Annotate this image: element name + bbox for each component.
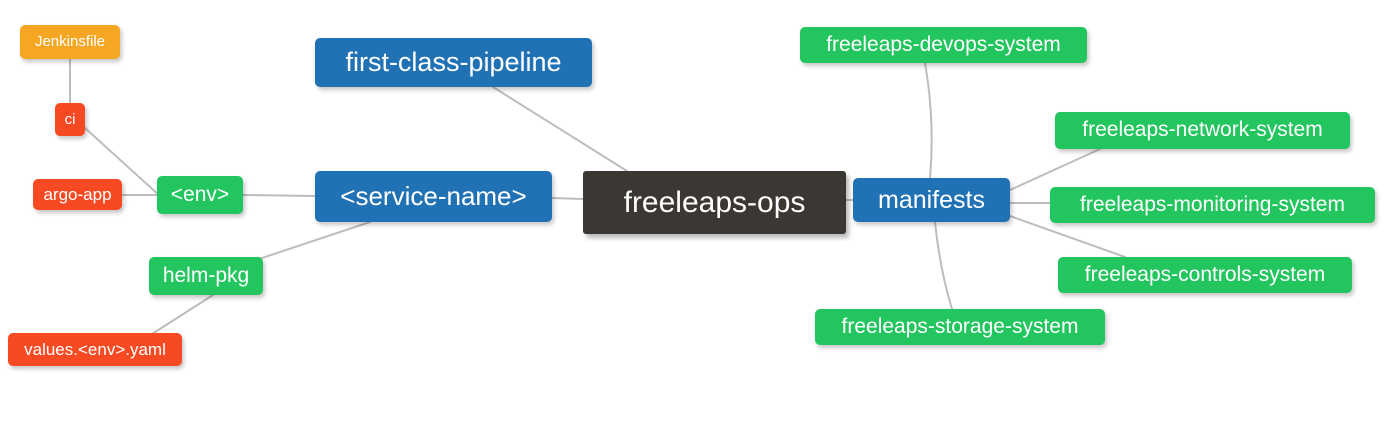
node-argo-app-label: argo-app — [43, 184, 112, 204]
node-ci-label: ci — [64, 110, 76, 128]
node-jenkinsfile[interactable]: Jenkinsfile — [20, 25, 120, 59]
node-freeleaps-monitoring-system[interactable]: freeleaps-monitoring-system — [1050, 187, 1375, 223]
node-freeleaps-storage-system-label: freeleaps-storage-system — [841, 314, 1079, 338]
node-freeleaps-devops-system-label: freeleaps-devops-system — [826, 32, 1061, 56]
node-manifests-label: manifests — [878, 185, 985, 214]
node-helm-pkg-label: helm-pkg — [162, 263, 250, 287]
node-ci[interactable]: ci — [55, 103, 85, 136]
node-env-label: <env> — [170, 182, 230, 206]
node-freeleaps-monitoring-system-label: freeleaps-monitoring-system — [1080, 192, 1345, 216]
node-freeleaps-controls-system-label: freeleaps-controls-system — [1084, 262, 1326, 286]
edge-valuesyaml-helmpkg — [151, 294, 214, 335]
edge-helmpkg-servicename — [249, 221, 371, 263]
node-env[interactable]: <env> — [157, 176, 243, 214]
node-argo-app[interactable]: argo-app — [33, 179, 122, 210]
node-manifests[interactable]: manifests — [853, 178, 1010, 222]
node-helm-pkg[interactable]: helm-pkg — [149, 257, 263, 295]
node-service-name[interactable]: <service-name> — [315, 171, 552, 222]
edge-manifests-storage — [934, 221, 953, 310]
edge-manifests-network — [1009, 148, 1101, 191]
node-jenkinsfile-label: Jenkinsfile — [34, 33, 106, 51]
node-freeleaps-devops-system[interactable]: freeleaps-devops-system — [800, 27, 1087, 63]
node-freeleaps-network-system-label: freeleaps-network-system — [1082, 118, 1323, 142]
node-service-name-label: <service-name> — [340, 180, 527, 211]
node-root-freeleaps-ops[interactable]: freeleaps-ops — [583, 171, 846, 234]
edge-manifests-devops — [924, 62, 933, 179]
node-freeleaps-controls-system[interactable]: freeleaps-controls-system — [1058, 257, 1352, 293]
edge-servicename-root — [551, 197, 584, 200]
edge-env-servicename — [242, 194, 316, 197]
edge-firstclasspipeline-root — [492, 86, 628, 172]
node-values-yaml-label: values.<env>.yaml — [24, 339, 166, 359]
node-root-label: freeleaps-ops — [623, 185, 806, 219]
node-first-class-pipeline-label: first-class-pipeline — [345, 47, 562, 78]
node-values-yaml[interactable]: values.<env>.yaml — [8, 333, 182, 366]
node-first-class-pipeline[interactable]: first-class-pipeline — [315, 38, 592, 87]
node-freeleaps-network-system[interactable]: freeleaps-network-system — [1055, 112, 1350, 149]
node-freeleaps-storage-system[interactable]: freeleaps-storage-system — [815, 309, 1105, 345]
